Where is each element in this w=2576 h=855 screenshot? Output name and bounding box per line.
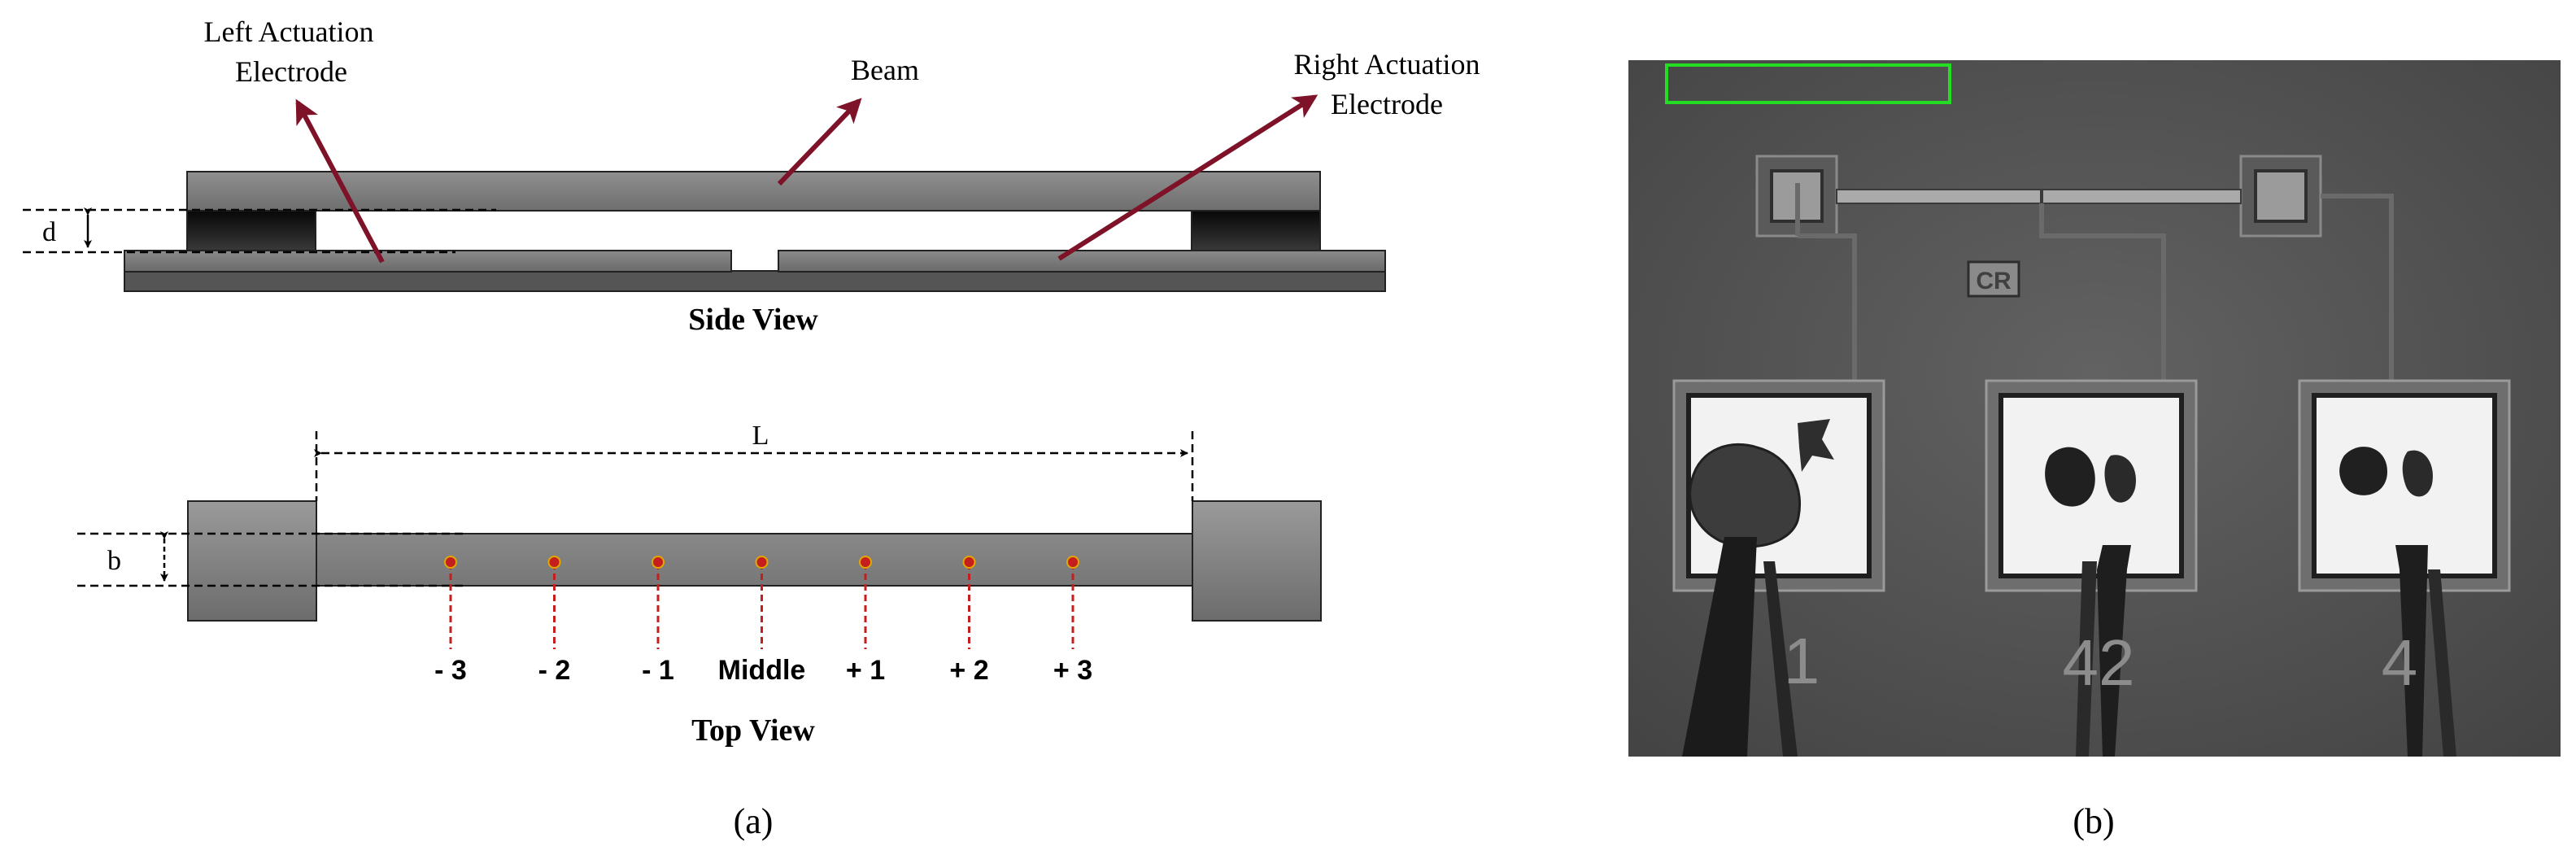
pad-number-1: 1 [1784, 625, 1820, 697]
panel-b-label: (b) [2073, 801, 2114, 841]
length-label: L [752, 421, 769, 451]
trace-left [1795, 183, 1857, 381]
position-label: + 3 [1053, 655, 1092, 686]
position-label: + 2 [949, 655, 988, 686]
gap-label: d [42, 217, 56, 247]
panel-a-label: (a) [734, 801, 774, 841]
position-marker [444, 556, 457, 569]
position-label: - 1 [642, 655, 674, 686]
top-view-diagram: L b - 3 - 2 - 1 Middle + 1 + 2 + 3 Top View [77, 421, 1322, 748]
trace-middle [2039, 203, 2166, 381]
chip-marking-box [1967, 260, 2020, 298]
position-label: - 2 [538, 655, 571, 686]
right-electrode-arrow [1057, 94, 1319, 261]
position-marker [547, 556, 561, 569]
beam-arrow [777, 98, 862, 186]
probe-needle-2 [2097, 545, 2131, 757]
top-beam [316, 533, 1193, 587]
right-anchor [1191, 210, 1321, 252]
measurement-positions: - 3 - 2 - 1 Middle + 1 + 2 + 3 [434, 556, 1092, 686]
position-marker [1066, 556, 1079, 569]
side-view-diagram: d Left Actuation Electrode Beam Right Ac… [23, 15, 1480, 337]
chip-marking: CR [1976, 268, 2012, 294]
residue-pad-2b [2104, 455, 2136, 503]
residue-pad-1b [1798, 419, 1834, 472]
probe-needle-1b [1763, 561, 1798, 757]
right-electrode-label-line1: Right Actuation [1294, 48, 1480, 81]
probe-needle-2b [2076, 561, 2097, 757]
probe-needle-1 [1682, 537, 1757, 757]
left-anchor [186, 210, 316, 252]
pad-number-2: 42 [2063, 626, 2135, 699]
residue-pad-2 [2045, 447, 2095, 507]
roi-box [1665, 63, 1951, 104]
probe-needle-3 [2395, 545, 2428, 757]
trace-right [2321, 194, 2394, 381]
beam [186, 171, 1321, 212]
right-electrode [778, 250, 1386, 273]
position-label: - 3 [434, 655, 467, 686]
substrate [124, 270, 1386, 292]
position-marker [652, 556, 665, 569]
residue-pad-3 [2339, 447, 2387, 495]
position-marker [859, 556, 872, 569]
position-marker [755, 556, 769, 569]
probe-needle-3b [2428, 569, 2456, 757]
left-electrode-arrow [295, 98, 385, 264]
left-electrode-label-line1: Left Actuation [204, 15, 374, 48]
width-label: b [107, 546, 121, 576]
right-pad [1192, 500, 1322, 622]
top-view-caption: Top View [691, 713, 815, 748]
position-marker [962, 556, 976, 569]
left-electrode [124, 250, 732, 273]
residue-pad-1 [1689, 443, 1802, 548]
position-label: + 1 [846, 655, 885, 686]
pad-number-3: 4 [2382, 626, 2418, 699]
left-pad [187, 500, 317, 622]
beam-label: Beam [851, 54, 919, 86]
photo-beam [1836, 189, 2242, 204]
side-view-caption: Side View [688, 303, 818, 337]
left-electrode-label-line2: Electrode [235, 55, 347, 88]
photo-right-pad [2254, 169, 2308, 223]
residue-pad-3b [2402, 450, 2433, 497]
position-label: Middle [718, 655, 806, 686]
right-electrode-label-line2: Electrode [1331, 88, 1443, 120]
micrograph-photo: CR 1 42 4 [1628, 60, 2561, 757]
